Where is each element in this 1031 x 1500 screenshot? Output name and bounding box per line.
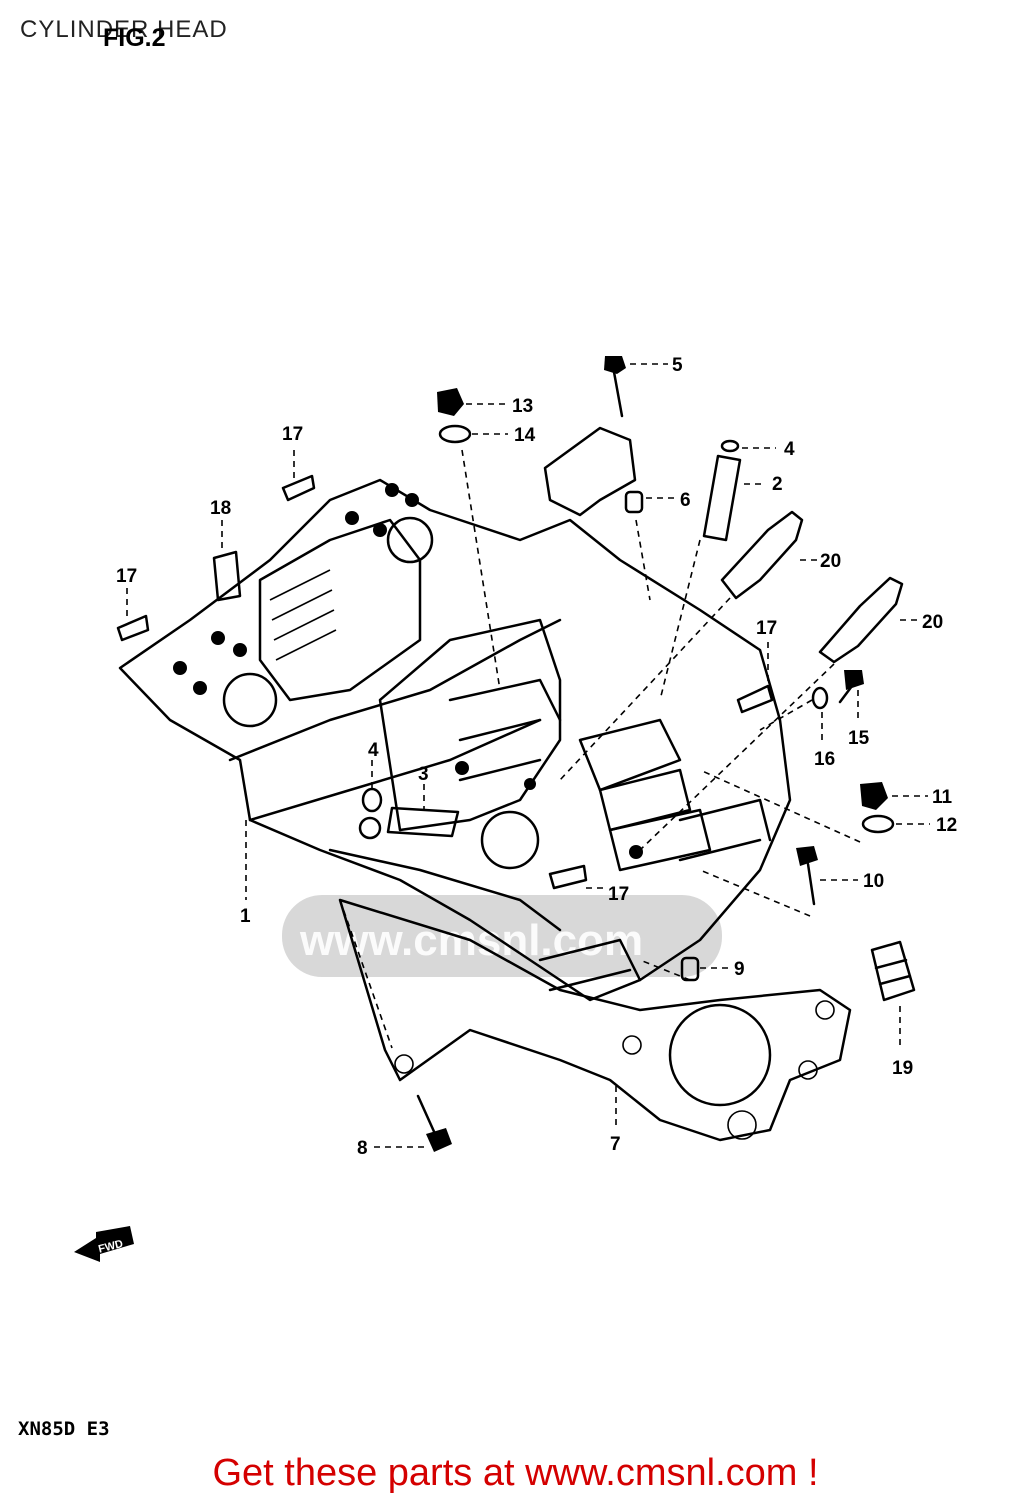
camshaft-holder — [543, 426, 637, 517]
part-17-plug-b — [116, 614, 150, 642]
callout-5: 5 — [672, 355, 683, 376]
callouts: 1 2 3 4 4 5 6 7 8 9 10 11 12 13 14 15 16… — [116, 355, 957, 1159]
part-20-spark-plug-2 — [818, 576, 904, 664]
callout-19: 19 — [892, 1058, 913, 1079]
callout-2: 2 — [772, 474, 783, 495]
part-17-plug-a — [281, 474, 316, 502]
callout-4-lower: 4 — [368, 740, 379, 761]
part-3-tube — [386, 806, 460, 838]
model-code: XN85D E3 — [18, 1418, 110, 1440]
callout-14: 14 — [514, 425, 536, 446]
part-11-nut — [860, 782, 888, 810]
part-2-tube — [702, 454, 742, 542]
figure-label: FIG.2 — [103, 24, 166, 52]
callout-10: 10 — [863, 871, 884, 892]
part-5-bolt — [604, 356, 626, 418]
part-14-washer — [438, 424, 472, 444]
callout-13: 13 — [512, 396, 533, 417]
part-16-washer — [811, 686, 829, 710]
callout-3: 3 — [418, 764, 429, 785]
callout-18: 18 — [210, 498, 231, 519]
callout-8: 8 — [357, 1138, 368, 1159]
callout-15: 15 — [848, 728, 870, 749]
callout-20-lower: 20 — [922, 612, 943, 633]
callout-17-lower: 17 — [608, 884, 629, 905]
callout-4: 4 — [784, 439, 795, 460]
callout-9: 9 — [734, 959, 745, 980]
part-20-spark-plug-1 — [720, 510, 804, 600]
part-17-plug-d — [548, 864, 588, 890]
part-4-ring-lower — [361, 787, 383, 813]
head-gasket — [338, 898, 852, 1142]
fwd-arrow-label: FWD — [97, 1238, 124, 1256]
part-4-ring — [720, 439, 740, 453]
part-15-bolt — [838, 670, 864, 704]
callout-17-right: 17 — [756, 618, 777, 639]
footer-link[interactable]: Get these parts at www.cmsnl.com ! — [212, 1452, 819, 1494]
watermark: www.cmsnl.com — [282, 895, 722, 977]
part-12-washer — [861, 814, 895, 834]
callout-6: 6 — [680, 490, 691, 511]
part-13-nut — [437, 388, 464, 416]
callout-20-upper: 20 — [820, 551, 841, 572]
part-17-plug-c — [736, 684, 774, 714]
callout-11: 11 — [932, 787, 953, 808]
cylinder-head-assembly — [118, 478, 792, 1002]
part-6-dowel — [624, 490, 644, 514]
callout-12: 12 — [936, 815, 957, 836]
fwd-arrow: FWD — [74, 1226, 134, 1262]
part-8-bolt — [416, 1094, 452, 1152]
callout-17-top: 17 — [282, 424, 303, 445]
callout-17-left: 17 — [116, 566, 137, 587]
part-10-bolt — [796, 846, 818, 906]
callout-1: 1 — [240, 906, 251, 927]
page-title: CYLINDER HEAD — [20, 16, 228, 43]
callout-16: 16 — [814, 749, 835, 770]
callout-7: 7 — [610, 1134, 621, 1155]
part-18-plug — [212, 550, 242, 602]
leader-lines — [126, 363, 930, 1148]
part-19-damper — [870, 940, 916, 1002]
